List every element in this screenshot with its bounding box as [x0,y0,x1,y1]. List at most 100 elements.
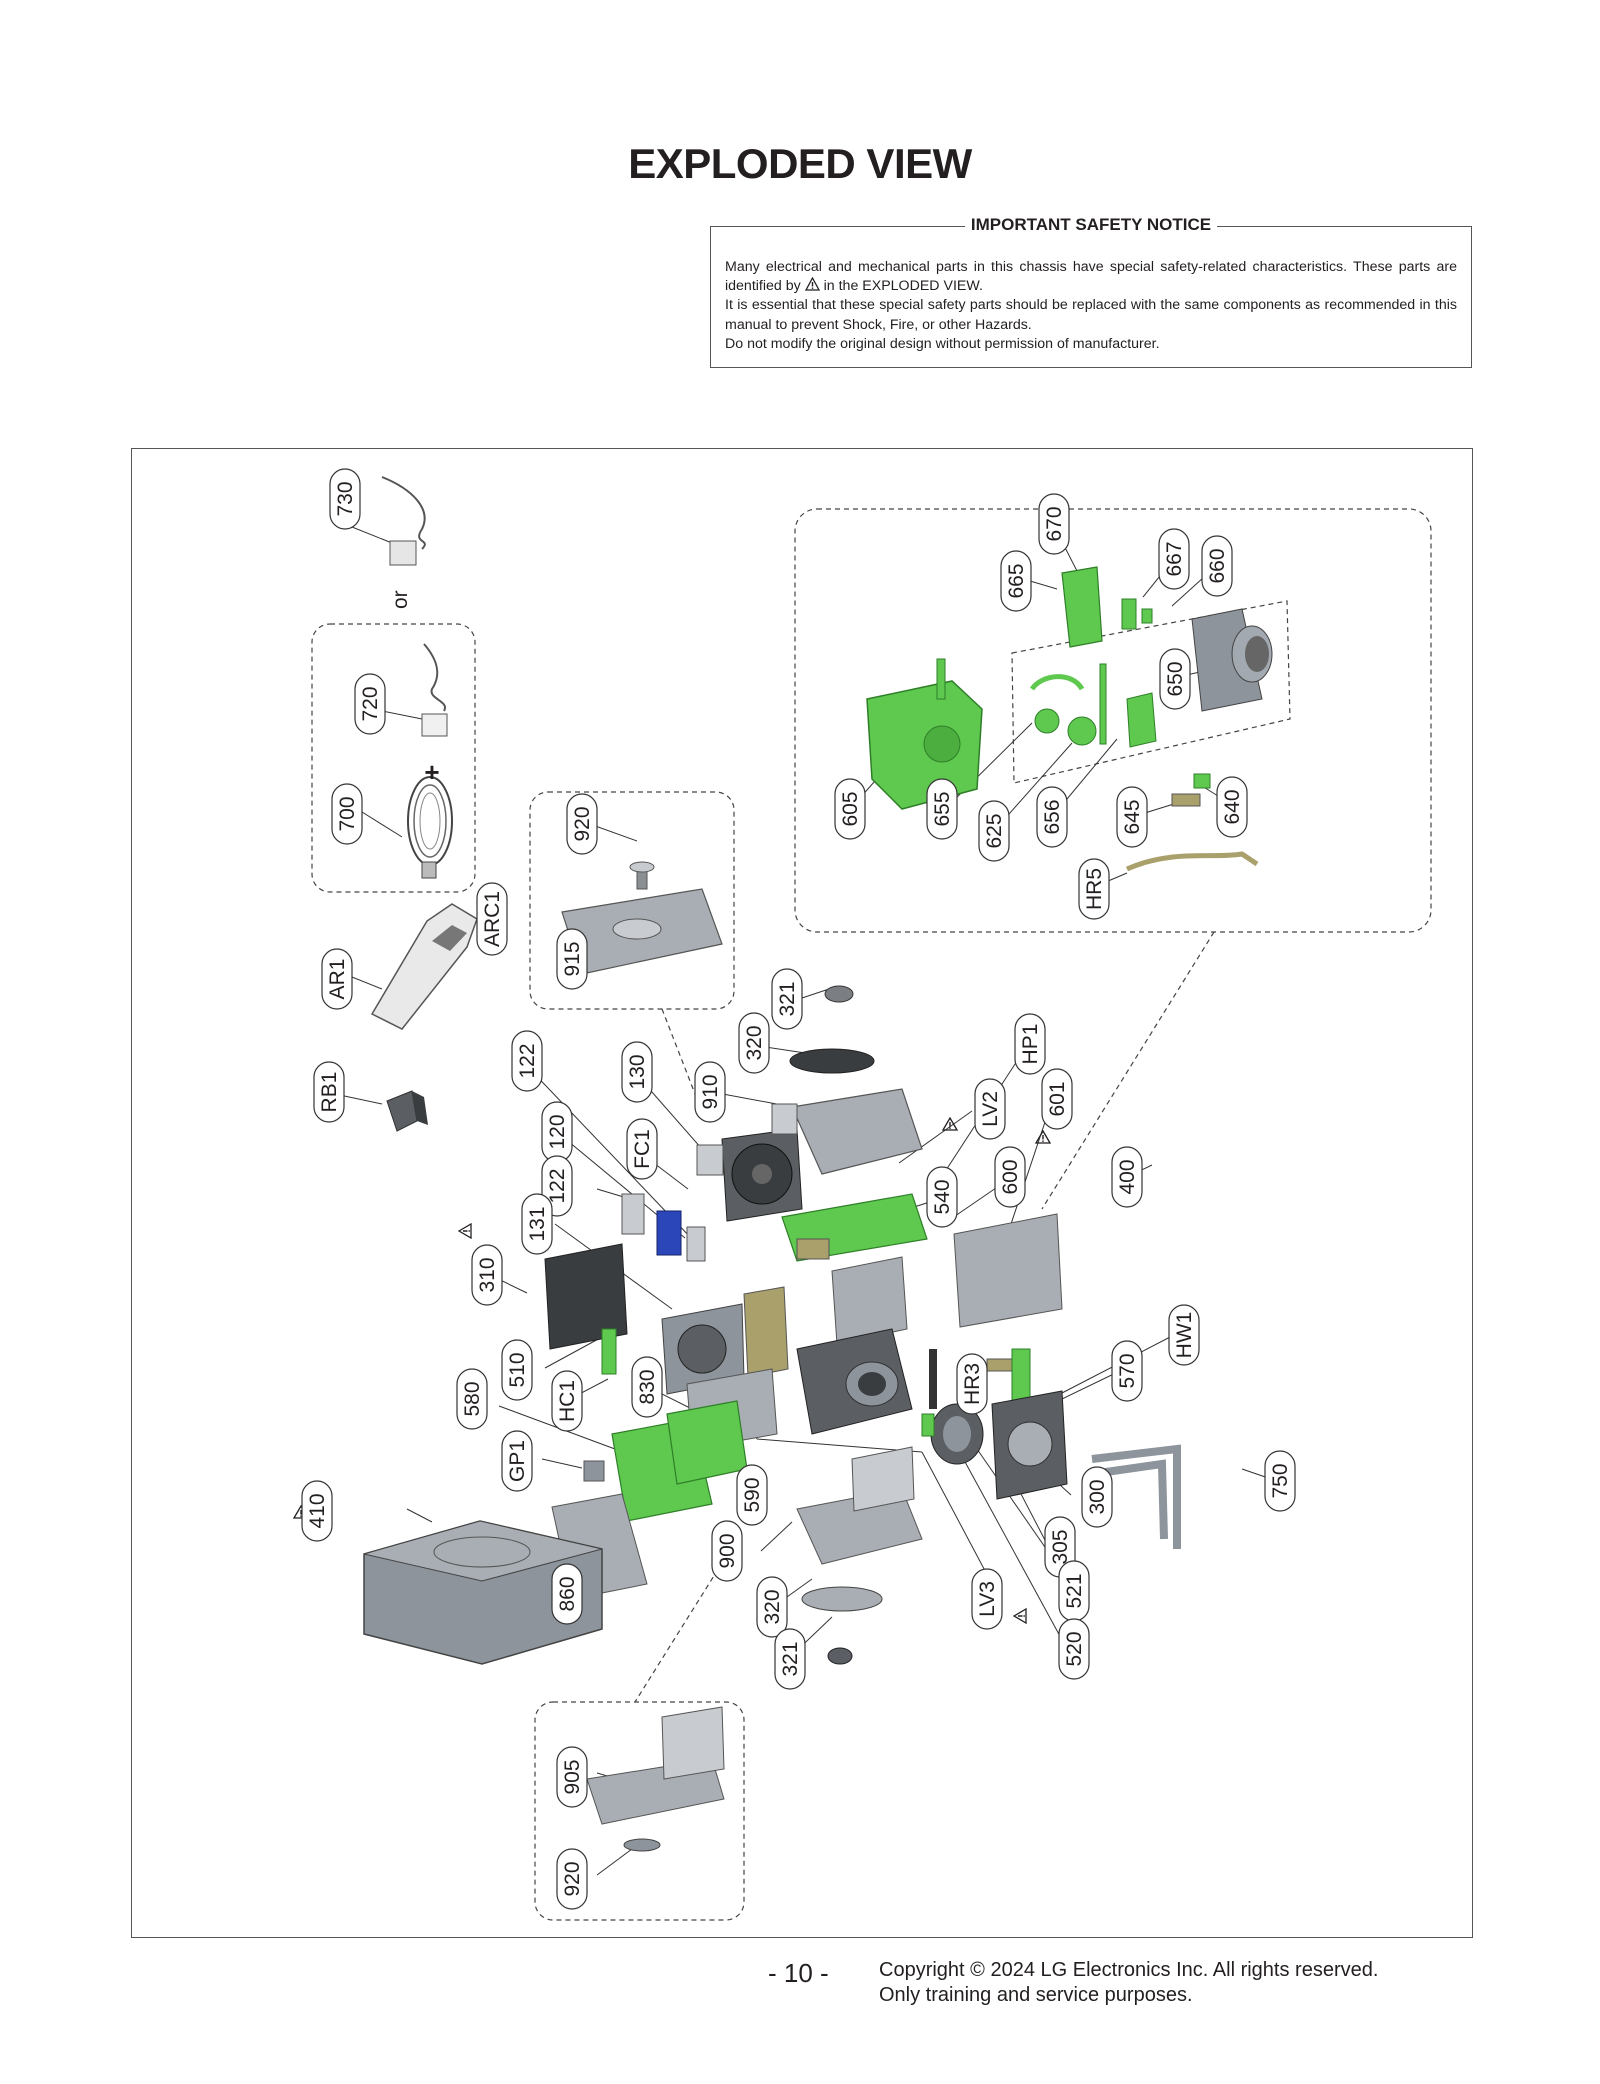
page-number: - 10 - [768,1958,829,1988]
callout-label: 521 [1063,1573,1086,1608]
part-521 [921,1413,935,1437]
callout-label: 750 [1269,1463,1292,1498]
safety-notice-heading: IMPORTANT SAFETY NOTICE [964,215,1218,234]
heatsink [743,1286,789,1378]
callout-fc1: FC1 [626,1118,658,1180]
callout-label: 122 [546,1168,569,1203]
copyright-line: Copyright © 2024 LG Electronics Inc. All… [879,1959,1379,1981]
callout-label: 920 [571,806,594,841]
callout-label: HW1 [1173,1312,1196,1359]
callout-label: 860 [556,1576,579,1611]
speaker-305 [930,1403,984,1465]
callout-label: LV3 [976,1581,999,1617]
callout-521: 521 [1058,1560,1090,1622]
callout-label: ARC1 [481,891,504,947]
adapter-720 [421,643,448,737]
callout-400: 400 [1111,1146,1143,1208]
chassis-131 [661,1303,745,1395]
fan-wheel-320b-321b [801,1586,883,1665]
engine-601 [796,1328,913,1435]
callout-label: HR5 [1083,868,1106,910]
callout-label: 131 [526,1206,549,1241]
warning-triangle-icon [804,276,820,291]
notice-line3: Do not modify the original design withou… [725,335,1160,352]
safety-notice-box: IMPORTANT SAFETY NOTICE Many electrical … [710,215,1472,368]
callout-label: 590 [741,1477,764,1512]
board-570 [1011,1348,1031,1405]
callout-label: HR3 [961,1363,984,1405]
callout-label: 120 [546,1114,569,1149]
callout-656: 656 [1036,786,1068,848]
callout-750: 750 [1264,1450,1296,1512]
callout-700: 700 [331,783,363,845]
callout-hw1: HW1 [1168,1304,1200,1366]
board-510 [601,1328,617,1375]
footer-copyright: Copyright © 2024 LG Electronics Inc. All… [879,1958,1378,2008]
callout-860: 860 [551,1563,583,1625]
callout-320: 320 [756,1576,788,1638]
callout-rb1: RB1 [313,1061,345,1123]
part-667 [1121,598,1137,630]
plate-910 [791,1088,923,1175]
callout-label: 130 [626,1054,649,1089]
callout-label: 640 [1221,789,1244,824]
callout-label: 510 [506,1352,529,1387]
callout-label: HC1 [556,1380,579,1422]
callout-lv2: LV2 [974,1078,1006,1140]
callout-label: 310 [476,1257,499,1292]
callout-label: 670 [1043,506,1066,541]
notice-line1-suffix: in the EXPLODED VIEW. [823,278,983,295]
callout-label: AR1 [326,959,349,1000]
callout-label: 321 [776,981,799,1016]
callout-label: 320 [761,1589,784,1624]
back-panel-400 [953,1213,1063,1328]
callout-label: 600 [999,1159,1022,1194]
base-900 [796,1446,923,1565]
group-outlines [311,508,1432,1921]
callout-label: 720 [359,686,382,721]
parts-645-640 [1171,773,1211,807]
callout-905: 905 [556,1746,588,1808]
callout-570: 570 [1111,1340,1143,1402]
callout-label: 830 [636,1369,659,1404]
callout-655: 655 [926,778,958,840]
callout-321: 321 [774,1628,806,1690]
callout-label: 300 [1086,1479,1109,1514]
callout-667: 667 [1158,528,1190,590]
connector-or: or [389,590,412,609]
cable-hr5 [1125,851,1259,872]
callout-830: 830 [631,1356,663,1418]
callout-hc1: HC1 [551,1370,583,1432]
callout-670: 670 [1038,493,1070,555]
callout-520: 520 [1058,1618,1090,1680]
callout-label: LV2 [979,1091,1002,1127]
panel-310 [544,1243,628,1350]
callout-label: FC1 [631,1129,654,1169]
stand-750 [1091,1444,1181,1549]
callout-920: 920 [556,1848,588,1910]
callout-hp1: HP1 [1014,1013,1046,1075]
callout-label: 905 [561,1759,584,1794]
callout-label: 645 [1121,799,1144,834]
callout-label: 625 [983,813,1006,848]
callout-660: 660 [1201,535,1233,597]
purpose-line: Only training and service purposes. [879,1984,1193,2006]
callout-900: 900 [711,1520,743,1582]
callout-label: RB1 [318,1072,341,1113]
callout-650: 650 [1159,648,1191,710]
callout-label: 520 [1063,1631,1086,1666]
cabinet-410 [363,1520,603,1665]
callout-300: 300 [1081,1466,1113,1528]
notice-line1-prefix: Many electrical and mechanical parts in … [725,259,1457,295]
wheel-920b [623,1838,661,1852]
part-660 [1141,608,1153,624]
callout-label: 660 [1206,548,1229,583]
callout-arc1: ARC1 [476,882,508,956]
callout-590: 590 [736,1464,768,1526]
page-title: EXPLODED VIEW [628,140,972,187]
base-905 [586,1706,725,1825]
fan-130 [721,1128,803,1222]
parts-120-122 [621,1193,706,1262]
callout-ar1: AR1 [321,948,353,1010]
